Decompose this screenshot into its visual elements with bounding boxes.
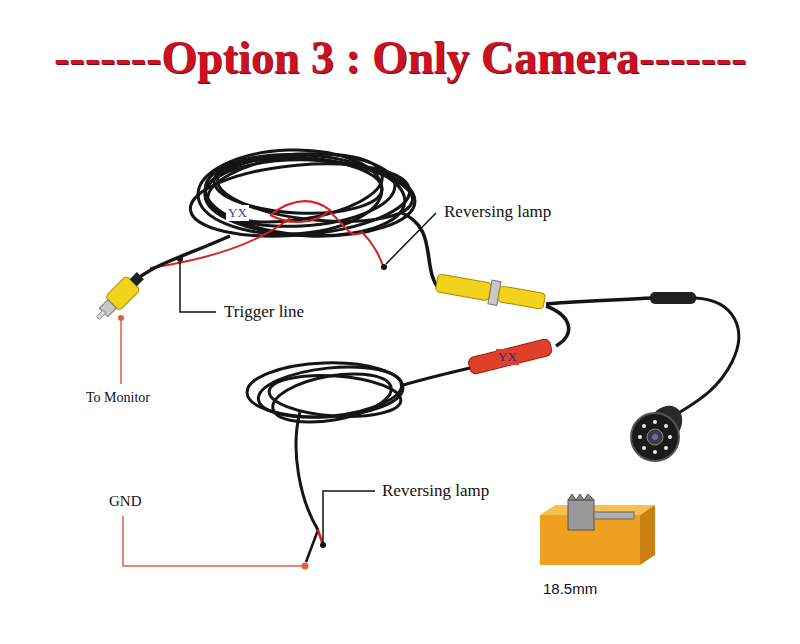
wire-label: Reversing lamp [442, 202, 553, 222]
red-connector [467, 338, 553, 375]
hole-saw-box [540, 494, 655, 565]
cable-connector [650, 292, 696, 304]
rca-plug [91, 269, 148, 326]
cable-coil [246, 360, 404, 430]
wire-label: Reversing lamp [380, 481, 491, 501]
red-wire-coil [150, 201, 384, 268]
power-cable [546, 306, 569, 346]
watermark: YX [496, 349, 519, 365]
red-leader-dot [118, 315, 309, 570]
wire-label: Trigger line [222, 302, 306, 322]
cable-coil [187, 144, 416, 244]
camera-cable [668, 298, 739, 420]
power-cable [296, 412, 318, 530]
ground-wire [306, 530, 318, 562]
camera-cable [546, 298, 652, 304]
red-leader-line [121, 318, 302, 566]
leader-dot [177, 256, 387, 548]
rca-connector-pair [435, 271, 547, 314]
video-cable [400, 212, 440, 290]
dimension-label: 18.5mm [541, 580, 599, 598]
title: -------Option 3 : Only Camera------- [54, 33, 746, 84]
wire-label: To Monitor [84, 390, 152, 407]
video-cable [134, 236, 230, 282]
power-cable [400, 368, 470, 386]
camera [631, 399, 690, 461]
watermark: YX [226, 205, 249, 221]
wire-label: GND [107, 492, 144, 510]
